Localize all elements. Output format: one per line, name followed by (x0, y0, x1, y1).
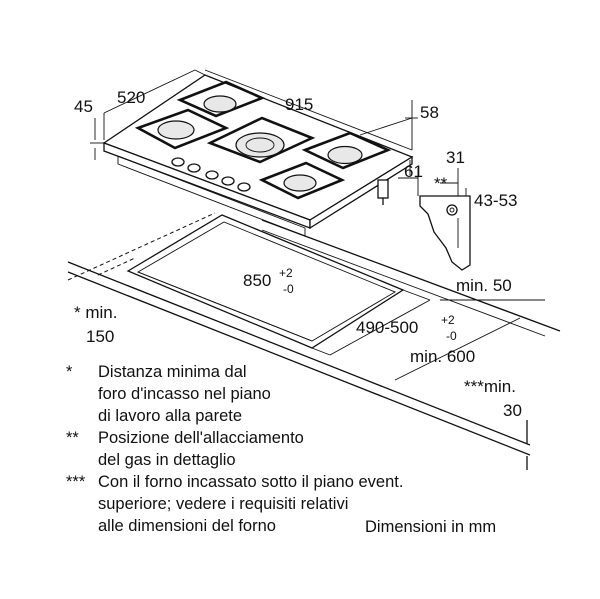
units-note: Dimensioni in mm (365, 518, 497, 536)
dim-43-53: 43-53 (474, 191, 517, 210)
legend-mark: ** (66, 429, 79, 447)
worktop (67, 212, 561, 456)
burner-icon (203, 95, 237, 113)
dim-490-tol-plus: +2 (441, 313, 455, 327)
hob-dimension-lines (90, 69, 418, 179)
legend-line: del gas in dettaglio (98, 451, 236, 469)
legend-line: superiore; vedere i requisiti relativi (98, 495, 349, 513)
dim-850-tol-plus: +2 (279, 266, 293, 280)
knob-icon (187, 163, 201, 173)
dim-min-600: min. 600 (410, 347, 475, 366)
gas-connection-detail (417, 168, 471, 271)
legend-line: Distanza minima dal (98, 363, 247, 381)
gas-detail-marker: ** (434, 174, 448, 193)
burner-grates (134, 80, 392, 200)
dim-490-tol-minus: -0 (446, 329, 457, 343)
dim-min-150-line1: * min. (74, 303, 117, 322)
dim-915: 915 (285, 95, 313, 114)
burner-icon (327, 145, 363, 165)
dim-490-500: 490-500 (356, 318, 418, 337)
dim-520: 520 (117, 88, 145, 107)
dim-min-50: min. 50 (456, 276, 512, 295)
dim-min-30-line2: 30 (503, 401, 522, 420)
knob-icon (237, 182, 251, 192)
legend-line: foro d'incasso nel piano (98, 385, 271, 403)
dim-850-tol-minus: -0 (283, 282, 294, 296)
dim-58: 58 (420, 103, 439, 122)
legend-line: Con il forno incassato sotto il piano ev… (98, 473, 404, 491)
dim-min-150-line2: 150 (86, 327, 114, 346)
burner-icon (283, 174, 317, 192)
legend-mark: * (66, 363, 73, 381)
knob-icon (205, 170, 219, 180)
dim-61: 61 (404, 162, 423, 181)
dim-45: 45 (74, 97, 93, 116)
dim-min-30-line1: ***min. (464, 377, 516, 396)
control-knobs (171, 157, 251, 192)
legend-line: di lavoro alla parete (98, 407, 243, 425)
knob-icon (221, 176, 235, 186)
legend-line: Posizione dell'allacciamento (98, 429, 304, 447)
dim-31: 31 (446, 148, 465, 167)
legend-mark: *** (66, 473, 86, 491)
legend-line: alle dimensioni del forno (98, 517, 276, 535)
dim-850: 850 (243, 271, 271, 290)
burner-icon (235, 132, 285, 158)
knob-icon (171, 157, 185, 167)
burner-icon (157, 120, 195, 140)
